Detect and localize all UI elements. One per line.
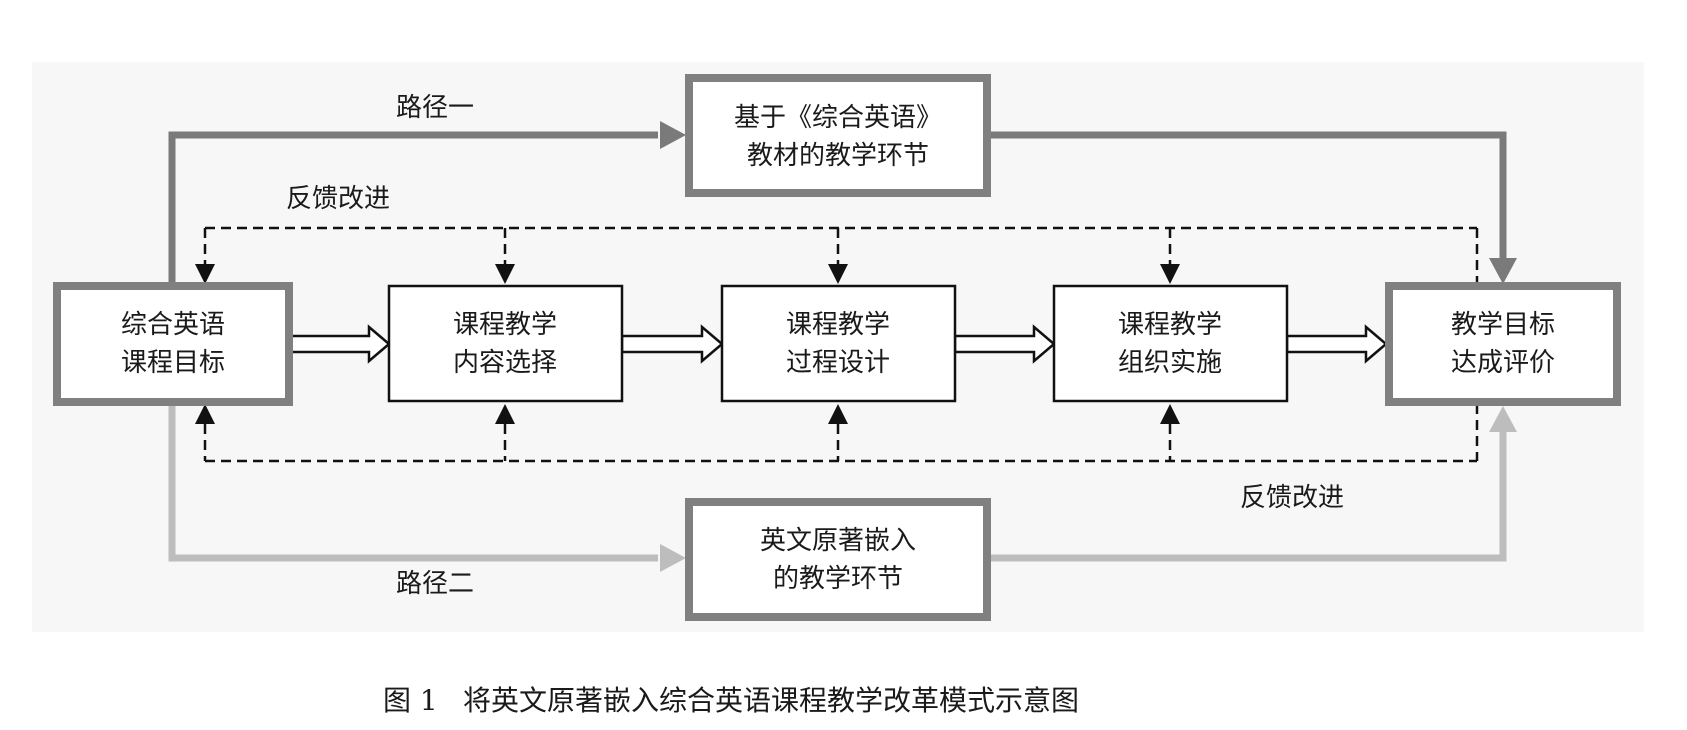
feedback-top-dashed: [203, 226, 1479, 284]
box-organize-line1: 课程教学: [1118, 310, 1222, 340]
box-textbook-teaching: 基于《综合英语》 教材的教学环节: [685, 74, 991, 197]
box-goals-line2: 课程目标: [121, 348, 225, 378]
box-evaluate-line2: 达成评价: [1451, 348, 1555, 378]
path1-arrowhead-evaluate: [1489, 258, 1517, 284]
feedback-arrow-organize-bottom: [1160, 404, 1180, 424]
feedback-top-arrowheads: [195, 264, 1180, 284]
path1-label: 路径一: [396, 93, 474, 123]
box-textbook-line2: 教材的教学环节: [747, 141, 929, 171]
box-process-line2: 过程设计: [786, 348, 890, 378]
feedback-arrow-organize-top: [1160, 264, 1180, 284]
feedback-label-bottom: 反馈改进: [1240, 483, 1344, 513]
path1-arrowhead-textbook: [660, 121, 686, 149]
box-process-line1: 课程教学: [786, 310, 890, 340]
path2-arrow: [168, 404, 1507, 562]
feedback-arrow-process-top: [828, 264, 848, 284]
box-original-works-teaching: 英文原著嵌入 的教学环节: [685, 498, 991, 621]
figure-number: 图 1: [383, 684, 438, 717]
path2-arrowhead-evaluate: [1489, 406, 1517, 432]
flow-arrows: [289, 324, 1388, 364]
box-goals-line1: 综合英语: [121, 310, 225, 340]
box-original-line2: 的教学环节: [773, 564, 903, 594]
box-content-line1: 课程教学: [453, 310, 557, 340]
feedback-arrow-goals-bottom: [195, 404, 215, 424]
box-course-goals: 综合英语 课程目标: [53, 282, 293, 406]
box-textbook-line1: 基于《综合英语》: [734, 103, 942, 133]
feedback-arrow-process-bottom: [828, 404, 848, 424]
box-evaluate-line1: 教学目标: [1451, 310, 1555, 340]
feedback-arrow-content-top: [495, 264, 515, 284]
box-content-selection: 课程教学 内容选择: [387, 284, 624, 403]
box-process-design: 课程教学 过程设计: [720, 284, 957, 403]
flow-arrow-organize-evaluate: [1285, 324, 1388, 364]
feedback-arrow-goals-top: [195, 264, 215, 284]
box-organize-implement: 课程教学 组织实施: [1052, 284, 1289, 403]
flow-arrow-process-organize: [953, 324, 1056, 364]
path2-arrowhead-original: [660, 544, 686, 572]
box-organize-line2: 组织实施: [1118, 348, 1222, 378]
path1-arrow: [168, 131, 1507, 286]
feedback-label-top: 反馈改进: [286, 184, 390, 214]
feedback-arrow-content-bottom: [495, 404, 515, 424]
flow-arrow-content-process: [620, 324, 724, 364]
box-original-line1: 英文原著嵌入: [760, 526, 916, 556]
path2-label: 路径二: [396, 569, 474, 599]
box-goal-evaluation: 教学目标 达成评价: [1385, 282, 1621, 406]
box-content-line2: 内容选择: [453, 348, 557, 378]
flow-arrow-goals-content: [289, 324, 391, 364]
figure-caption: 将英文原著嵌入综合英语课程教学改革模式示意图: [463, 684, 1079, 717]
feedback-bottom-dashed: [203, 404, 1479, 463]
feedback-bottom-arrowheads: [195, 404, 1180, 424]
